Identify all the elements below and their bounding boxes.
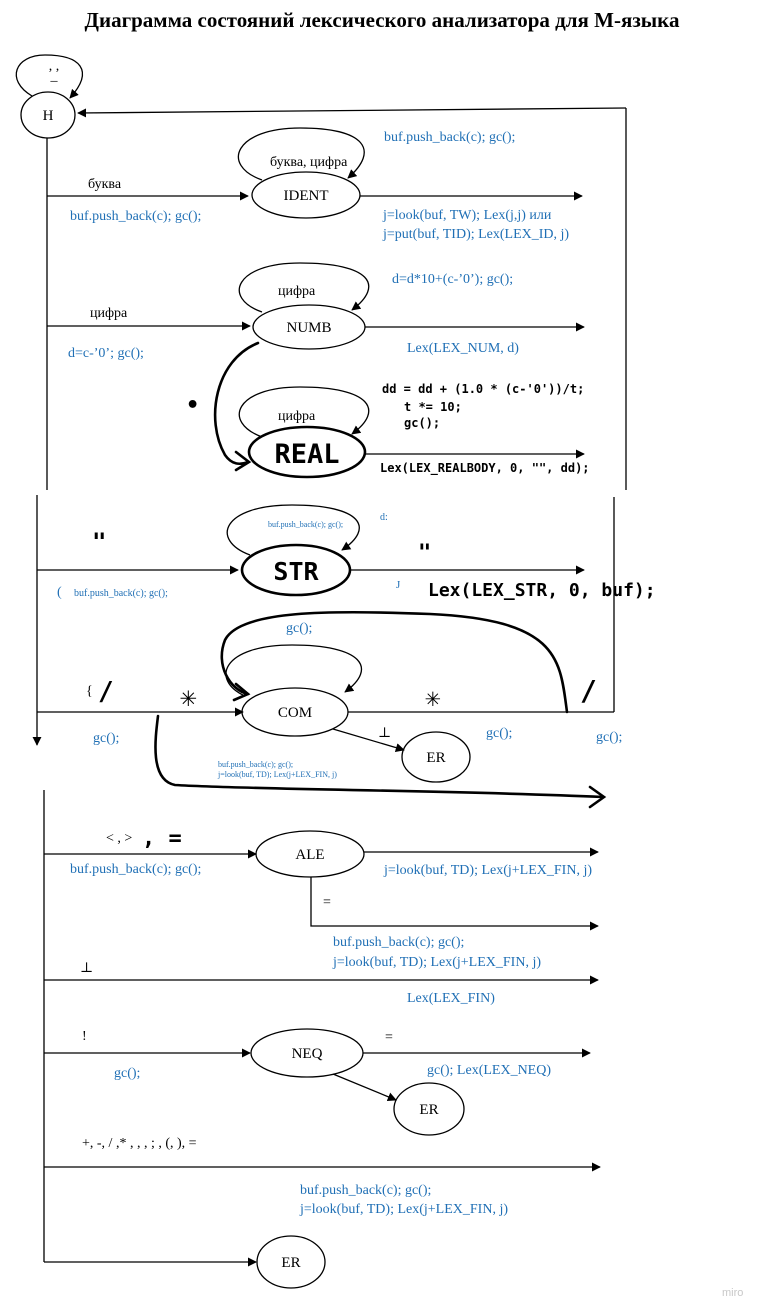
state-er-neq <box>393 1082 465 1136</box>
delims-action1: buf.push_back(c); gc(); <box>300 1183 431 1198</box>
edge-neq-er <box>332 1073 397 1102</box>
edge-ale-eq <box>310 877 599 931</box>
ident-self-loop <box>237 127 365 181</box>
real-action-line3: gc(); <box>404 416 440 430</box>
com-hand-loop-head <box>232 682 251 702</box>
edge-str-in-action: buf.push_back(c); gc(); <box>74 588 168 599</box>
state-er-neq-label: ER <box>419 1102 438 1118</box>
diagram-title: Диаграмма состояний лексического анализа… <box>85 8 680 32</box>
h-self-loop <box>15 54 83 99</box>
numb-out-label: Lex(LEX_NUM, d) <box>407 341 519 356</box>
numb-loop-action: d=d*10+(c-’0’); gc(); <box>392 272 513 287</box>
ale-eq-action2: j=look(buf, TD); Lex(j+LEX_FIN, j) <box>332 955 541 970</box>
state-er-final <box>256 1235 326 1289</box>
h-loop-underscore: _ <box>50 69 59 84</box>
edge-ale-eq-label: = <box>323 895 331 910</box>
edge-com-in-gc: gc(); <box>93 731 119 746</box>
state-er-com-label: ER <box>426 750 445 766</box>
edge-com-er <box>332 728 405 753</box>
numb-loop-label: цифра <box>278 284 316 299</box>
edge-ale-in-action: buf.push_back(c); gc(); <box>70 862 201 877</box>
edge-quote-out: " <box>418 541 431 566</box>
state-h-label: H <box>43 108 54 124</box>
edge-numb-real-head <box>234 450 252 472</box>
edge-numb-real <box>213 341 260 466</box>
real-action-line2: t *= 10; <box>404 400 462 414</box>
state-neq-label: NEQ <box>292 1046 323 1062</box>
com-alt-action1: buf.push_back(c); gc(); <box>218 760 293 769</box>
edge-com-out-gc: gc(); <box>486 726 512 741</box>
edge-quote-in: " <box>92 528 106 556</box>
edge-slash-out: / <box>580 674 597 707</box>
real-out-label: Lex(LEX_REALBODY, 0, "", dd); <box>380 461 590 476</box>
state-h <box>20 91 76 139</box>
com-hand-loop <box>220 610 569 714</box>
state-com-label: COM <box>278 705 312 721</box>
fin-action: Lex(LEX_FIN) <box>407 991 495 1006</box>
ident-out-line1: j=look(buf, TW); Lex(j,j) или <box>382 208 552 223</box>
numb-self-loop <box>238 262 370 313</box>
str-self-loop <box>226 504 360 556</box>
edge-str-in-fragment: ( <box>57 585 62 600</box>
edge-fin-symbol: ⊥ <box>80 961 93 976</box>
edge-str-out-fragment: J <box>396 579 401 591</box>
com-alt-action2: j=look(buf, TD); Lex(j+LEX_FIN, j) <box>217 770 337 779</box>
real-self-loop <box>238 386 370 438</box>
edge-delims-label: +, -, / ,* , , , ; , (, ), = <box>82 1136 197 1151</box>
state-er-com <box>401 731 471 783</box>
edge-cifra-action: d=c-’0’; gc(); <box>68 346 144 361</box>
edge-ale-in-hand: , = <box>142 826 182 851</box>
ident-loop-action: buf.push_back(c); gc(); <box>384 130 515 145</box>
edge-ale-in-label: < , > <box>106 831 132 846</box>
str-loop-action: buf.push_back(c); gc(); <box>268 520 343 529</box>
state-ale <box>255 830 365 878</box>
com-outer-gc: gc(); <box>286 621 312 636</box>
edge-com-er-symbol: ⊥ <box>378 726 391 741</box>
edge-slash-in: / <box>98 677 114 707</box>
real-loop-label: цифра <box>278 409 316 424</box>
edge-star-out: ✳ <box>425 683 441 713</box>
return-arrow-to-h <box>77 107 627 118</box>
state-numb-label: NUMB <box>286 320 331 336</box>
str-out-label: Lex(LEX_STR, 0, buf); <box>428 580 656 601</box>
edge-com-right-gc: gc(); <box>596 730 622 745</box>
state-ident-label: IDENT <box>284 188 329 204</box>
h-loop-label: , , <box>49 59 60 74</box>
edge-star-in: ✳ <box>180 680 197 713</box>
delims-action2: j=look(buf, TD); Lex(j+LEX_FIN, j) <box>299 1202 508 1217</box>
str-loop-fragment: d: <box>380 512 388 523</box>
state-er-final-label: ER <box>281 1255 300 1271</box>
edge-neq-eq-label: = <box>385 1030 393 1045</box>
ident-loop-label: буква, цифра <box>270 155 348 170</box>
edge-cifra-label: цифра <box>90 306 128 321</box>
miro-watermark: miro <box>722 1287 743 1299</box>
state-str-label: STR <box>273 557 319 586</box>
com-alt-path <box>154 714 605 799</box>
ident-out-line2: j=put(buf, TID); Lex(LEX_ID, j) <box>382 227 569 242</box>
com-alt-path-head <box>588 785 607 809</box>
edge-dot-label: • <box>186 393 199 418</box>
edge-brace: { <box>86 684 93 699</box>
state-real <box>247 425 367 479</box>
edge-excl-label: ! <box>82 1029 87 1044</box>
state-ale-label: ALE <box>295 847 324 863</box>
real-action-line1: dd = dd + (1.0 * (c-'0'))/t; <box>382 382 584 396</box>
state-real-label: REAL <box>274 439 339 470</box>
state-ident <box>251 171 361 219</box>
edge-bukva-action: buf.push_back(c); gc(); <box>70 209 201 224</box>
ale-eq-action1: buf.push_back(c); gc(); <box>333 935 464 950</box>
ale-out-label: j=look(buf, TD); Lex(j+LEX_FIN, j) <box>383 863 592 878</box>
neq-out-label: gc(); Lex(LEX_NEQ) <box>427 1063 551 1078</box>
edge-bukva-label: буква <box>88 177 122 192</box>
edge-neq-in-action: gc(); <box>114 1066 140 1081</box>
